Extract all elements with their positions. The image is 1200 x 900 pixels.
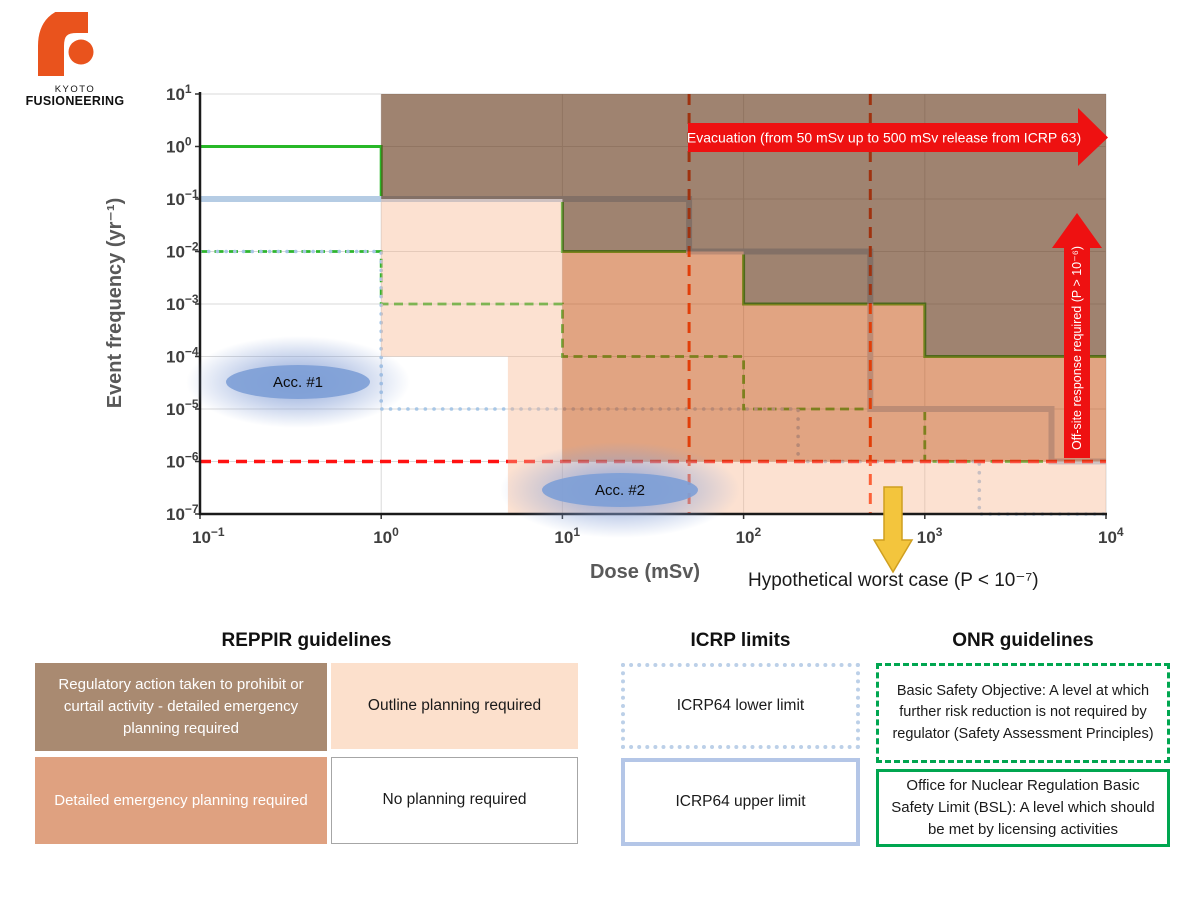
x-tick-label: 102 (736, 525, 762, 547)
legend-item-detailed-planning: Detailed emergency planning required (35, 757, 327, 844)
legend-item-icrp64-upper: ICRP64 upper limit (621, 758, 860, 846)
offsite-arrow-label: Off-site response required (P > 10⁻⁶) (1070, 246, 1084, 450)
hypothetical-label: Hypothetical worst case (P < 10⁻⁷) (748, 570, 1039, 591)
offsite-arrow-icon (1052, 213, 1102, 458)
logo-brand-bottom: FUSIONEERING (26, 94, 125, 108)
x-tick-label: 10−1 (192, 525, 225, 547)
logo-arc (38, 7, 90, 76)
logo-brand-top: KYOTO (55, 84, 96, 95)
region-detailed-emergency-planning (562, 251, 1106, 462)
hypothetical-arrow-icon (872, 486, 914, 574)
legend-onr-title: ONR guidelines (952, 630, 1094, 651)
y-tick-label: 10−7 (166, 502, 199, 524)
evacuation-arrow-label: Evacuation (from 50 mSv up to 500 mSv re… (687, 130, 1081, 146)
region-outline-planning-upper (381, 199, 563, 462)
legend-reppir-title: REPPIR guidelines (221, 630, 392, 651)
y-tick-label: 10−3 (166, 292, 199, 314)
legend-item-icrp64-lower: ICRP64 lower limit (621, 663, 860, 749)
legend-item-regulatory-action: Regulatory action taken to prohibit or c… (35, 663, 327, 751)
region-regulatory-action-detailed-emergency-planning (381, 94, 1106, 357)
y-tick-label: 10−1 (166, 187, 199, 209)
legend-item-bsl: Office for Nuclear Regulation Basic Safe… (876, 769, 1170, 847)
legend-item-bso: Basic Safety Objective: A level at which… (876, 663, 1170, 763)
logo-dot (68, 39, 94, 65)
y-tick-label: 10−6 (166, 450, 199, 472)
legend-icrp-title: ICRP limits (690, 630, 791, 651)
y-axis-title: Event frequency (yr⁻¹) (104, 198, 126, 409)
acc1-ellipse (226, 365, 370, 399)
y-tick-label: 10−5 (166, 397, 199, 419)
acc1-label: Acc. #1 (273, 374, 323, 391)
x-tick-label: 100 (373, 525, 399, 547)
y-tick-label: 100 (166, 135, 192, 157)
chart-annotations: Acc. #1 Acc. #2 Evacuation (from 50 mSv … (104, 92, 1108, 591)
x-tick-label: 103 (917, 525, 943, 547)
legend-item-outline-planning: Outline planning required (331, 663, 578, 749)
dose-frequency-chart: 10−110010110210310410110010−110−210−310−… (104, 82, 1124, 591)
y-tick-label: 101 (166, 82, 192, 104)
y-tick-label: 10−2 (166, 240, 199, 262)
y-tick-label: 10−4 (166, 345, 199, 367)
logo-mark-icon: KYOTO FUSIONEERING (26, 7, 125, 108)
acc2-label: Acc. #2 (595, 482, 645, 499)
evacuation-arrow-icon (688, 108, 1108, 166)
x-tick-label: 104 (1098, 525, 1124, 547)
chart-plot-layers: 10−110010110210310410110010−110−210−310−… (166, 82, 1124, 547)
kyoto-fusioneering-logo: KYOTO FUSIONEERING (18, 7, 178, 112)
x-axis-title: Dose (mSv) (590, 561, 700, 583)
acc2-ellipse (542, 473, 698, 507)
legend-item-no-planning: No planning required (331, 757, 578, 844)
